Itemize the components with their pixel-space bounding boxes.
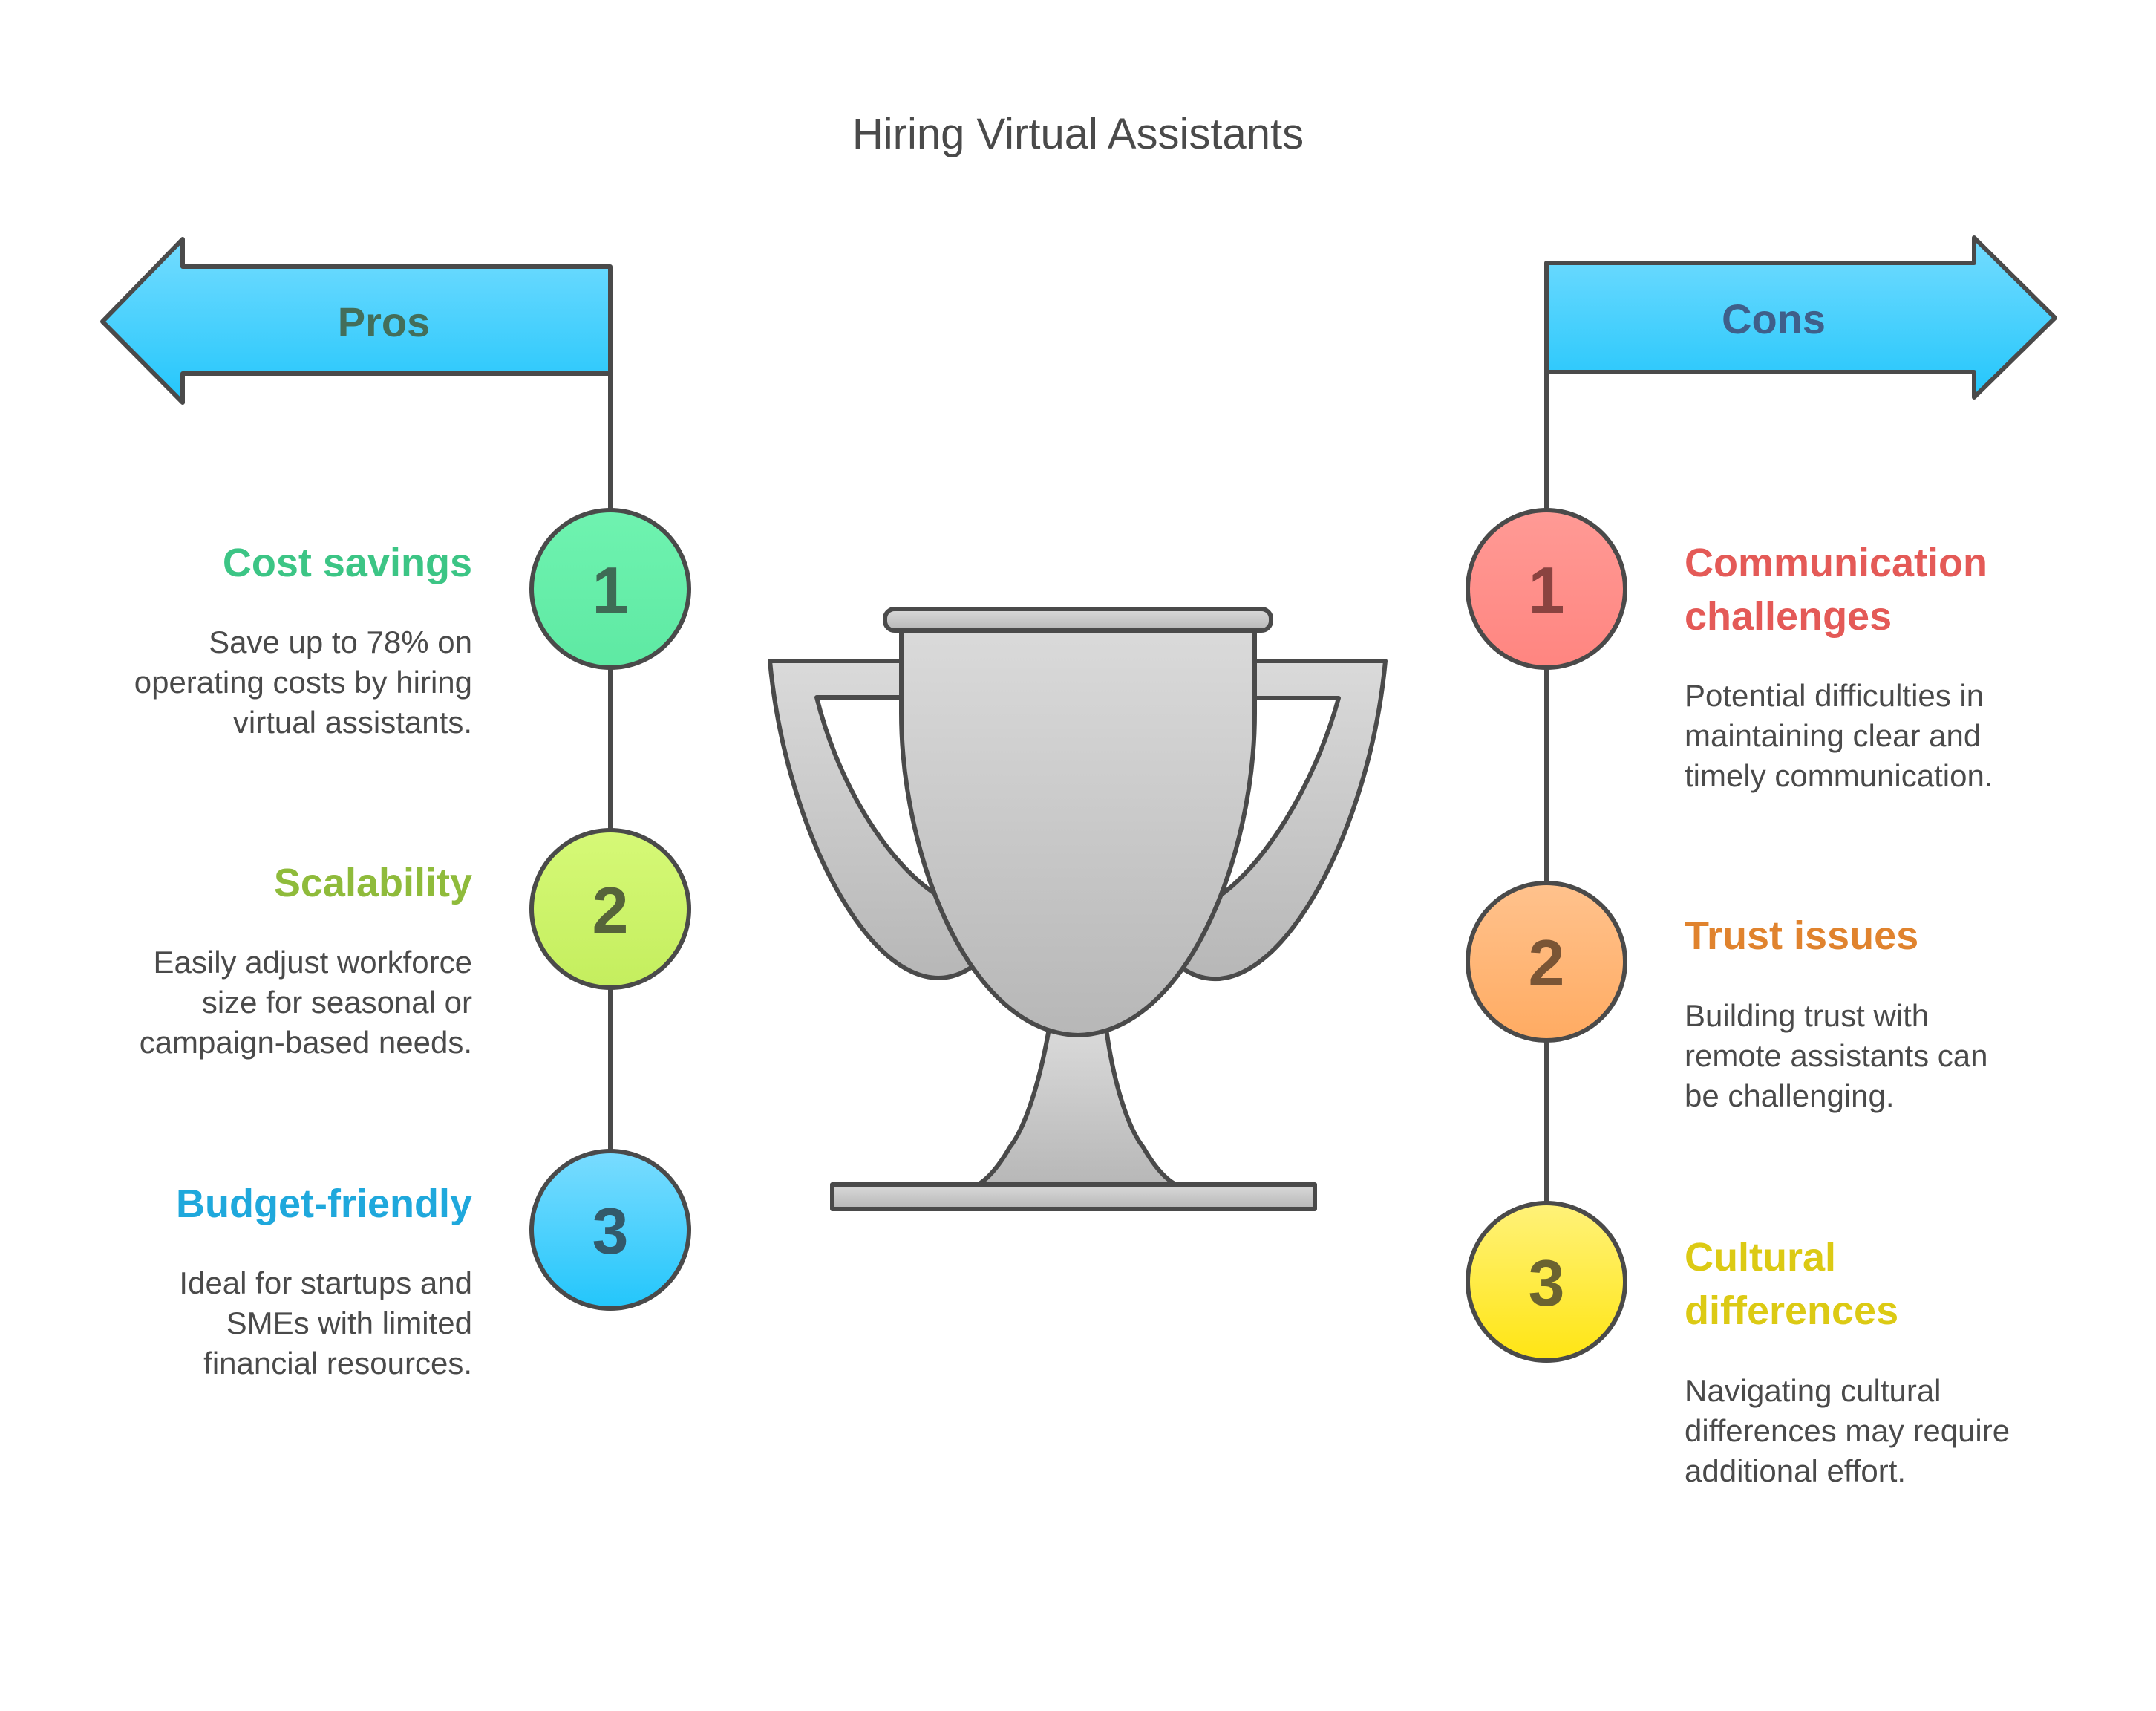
con-heading-line: Communication <box>1685 541 1987 585</box>
pros-arrow: Pros <box>100 237 612 405</box>
right-arrow-icon <box>1544 235 2057 400</box>
step-circle-1 <box>529 508 691 670</box>
con-description-line: Building trust with <box>1685 998 1929 1033</box>
trophy-base <box>830 1182 1317 1211</box>
pro-description-line: Easily adjust workforce <box>154 945 473 980</box>
con-description-line: remote assistants can <box>1685 1038 1988 1073</box>
pro-heading: Cost savings <box>223 541 472 585</box>
con-description-line: Navigating cultural <box>1685 1373 1941 1408</box>
pro-description-line: Save up to 78% on <box>209 625 472 659</box>
con-item-2: 2 Trust issues Building trust with remot… <box>1466 881 1988 1113</box>
diagram-title: Hiring Virtual Assistants <box>852 110 1304 158</box>
trophy-left-handle <box>768 659 979 980</box>
con-heading-line: differences <box>1685 1288 1898 1333</box>
step-number: 3 <box>1529 1246 1565 1320</box>
trophy-cup <box>899 627 1257 1037</box>
pros-label: Pros <box>338 299 431 345</box>
con-heading-line: challenges <box>1685 594 1892 639</box>
pro-description-line: virtual assistants. <box>233 705 472 740</box>
step-number: 3 <box>592 1194 629 1268</box>
step-circle-1 <box>1466 508 1627 670</box>
step-circle-2 <box>529 828 691 990</box>
pro-item-2: 2 Scalability Easily adjust workforce si… <box>140 828 691 1060</box>
con-item-1: 1 Communication challenges Potential dif… <box>1466 508 1993 793</box>
cons-column: Cons 1 Communication challenges Potentia… <box>1466 235 2057 1488</box>
con-item-3: 3 Cultural differences Navigating cultur… <box>1466 1201 2010 1488</box>
pro-item-3: 3 Budget-friendly Ideal for startups and… <box>176 1149 691 1381</box>
con-description-line: maintaining clear and <box>1685 718 1981 753</box>
pro-item-1: 1 Cost savings Save up to 78% on operati… <box>134 508 691 740</box>
pro-heading: Scalability <box>274 861 472 905</box>
trophy-rim <box>883 607 1273 633</box>
trophy-stem <box>964 1026 1192 1188</box>
trophy-right-handle <box>1175 659 1388 982</box>
step-circle-2 <box>1466 881 1627 1043</box>
left-arrow-icon <box>100 237 612 405</box>
pros-column: Pros 1 Cost savings Save up to 78% on op… <box>100 237 691 1381</box>
step-circle-3 <box>529 1149 691 1311</box>
pro-description-line: operating costs by hiring <box>134 665 472 700</box>
con-heading-line: Trust issues <box>1685 913 1918 958</box>
pro-description-line: campaign-based needs. <box>140 1025 472 1060</box>
cons-label: Cons <box>1722 296 1826 342</box>
con-description-line: additional effort. <box>1685 1453 1906 1488</box>
con-description-line: be challenging. <box>1685 1078 1895 1113</box>
pro-heading: Budget-friendly <box>176 1182 472 1226</box>
con-description-line: Potential difficulties in <box>1685 678 1984 713</box>
pro-description-line: size for seasonal or <box>202 985 472 1020</box>
pro-description-line: SMEs with limited <box>226 1306 472 1340</box>
trophy-icon <box>768 607 1388 1211</box>
pro-description-line: financial resources. <box>203 1346 472 1381</box>
con-description-line: timely communication. <box>1685 758 1993 793</box>
con-description-line: differences may require <box>1685 1413 2010 1448</box>
step-number: 1 <box>592 553 629 627</box>
step-number: 2 <box>1529 926 1565 1000</box>
step-number: 2 <box>592 873 629 947</box>
con-heading-line: Cultural <box>1685 1235 1836 1280</box>
step-number: 1 <box>1529 553 1565 627</box>
step-circle-3 <box>1466 1201 1627 1363</box>
cons-arrow: Cons <box>1544 235 2057 400</box>
pro-description-line: Ideal for startups and <box>179 1265 472 1300</box>
